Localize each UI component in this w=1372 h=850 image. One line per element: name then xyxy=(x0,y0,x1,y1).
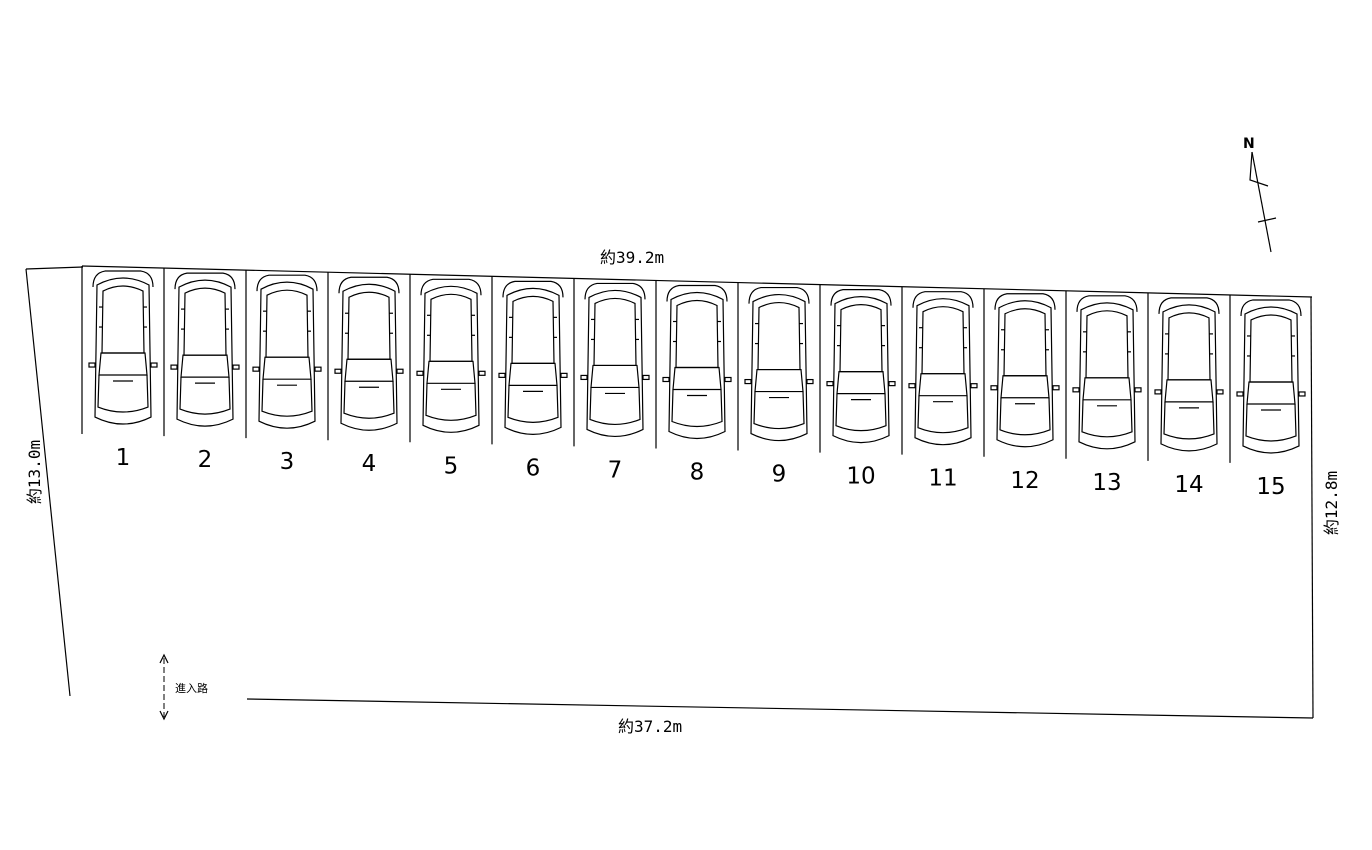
space-number: 1 xyxy=(116,445,131,471)
dimension-top: 約39.2m xyxy=(600,248,664,267)
space-number: 15 xyxy=(1256,474,1285,500)
site-boundary xyxy=(25,266,1314,719)
space-number: 14 xyxy=(1174,472,1203,498)
car-icon xyxy=(662,284,732,440)
stall-top-line xyxy=(81,265,1313,298)
car-icon xyxy=(1236,299,1306,454)
space-number: 2 xyxy=(198,447,213,473)
car-icon xyxy=(1072,295,1142,450)
car-icon xyxy=(990,293,1060,448)
car-icon xyxy=(334,276,404,431)
space-number: 5 xyxy=(444,453,459,479)
car-icon xyxy=(88,270,158,425)
car-icon xyxy=(170,272,240,427)
car-icon xyxy=(908,291,978,446)
north-label: N xyxy=(1243,136,1255,152)
car-icon xyxy=(498,280,568,435)
car-icon xyxy=(416,278,486,433)
dimension-left: 約13.0m xyxy=(25,440,44,504)
space-number: 13 xyxy=(1092,470,1121,496)
car-icon xyxy=(826,289,896,444)
space-number: 9 xyxy=(772,462,787,488)
car-icon xyxy=(580,282,650,438)
dimension-bottom: 約37.2m xyxy=(618,717,682,736)
car-icon xyxy=(252,274,322,429)
space-number: 12 xyxy=(1010,468,1039,494)
north-arrow-icon: N xyxy=(1243,136,1277,253)
space-number: 3 xyxy=(280,449,295,475)
space-number: 6 xyxy=(526,455,541,481)
space-number: 7 xyxy=(608,457,623,483)
space-number: 10 xyxy=(846,464,875,490)
space-number: 11 xyxy=(928,466,957,492)
entry-marker: 進入路 xyxy=(159,653,208,721)
dimension-right: 約12.8m xyxy=(1322,471,1341,535)
car-icon xyxy=(1154,297,1224,452)
car-icon xyxy=(744,286,814,442)
space-number: 4 xyxy=(362,451,377,477)
space-number: 8 xyxy=(690,460,705,486)
entry-label: 進入路 xyxy=(175,682,208,695)
